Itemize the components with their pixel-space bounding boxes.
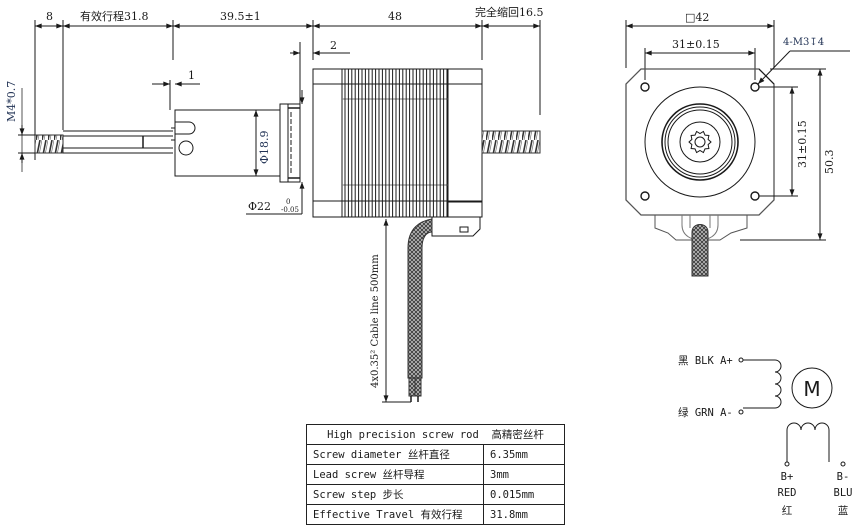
hole-callout: 4-M3↧4 <box>783 37 824 48</box>
wire-b-minus-label: B- <box>837 471 850 483</box>
table-row: Screw diameter 丝杆直径 6.35mm <box>306 444 565 465</box>
coil-b <box>786 422 830 462</box>
dim-effective-travel: 有效行程31.8 <box>80 9 149 23</box>
terminal-b-plus <box>784 461 790 467</box>
terminal-a-minus <box>738 409 744 415</box>
dim-motor-length: 48 <box>388 10 402 23</box>
dim-boss-diameter: Φ22 <box>248 200 271 213</box>
spec-value: 6.35mm <box>483 444 565 465</box>
table-row: Screw step 步长 0.015mm <box>306 484 565 505</box>
dim-shaft-length: 39.5±1 <box>220 10 261 23</box>
dim-hole-pitch-vertical: 31±0.15 <box>796 120 809 168</box>
wire-a-minus-label: 绿 GRN A- <box>678 406 733 419</box>
gear-icon <box>688 130 712 154</box>
spec-table: High precision screw rod 高精密丝杆 Screw dia… <box>306 424 565 525</box>
terminal-b-minus <box>840 461 846 467</box>
dim-flange-gap: 2 <box>330 39 337 52</box>
wiring-diagram <box>738 357 846 467</box>
wire-b-plus-cn: 红 <box>782 504 793 517</box>
dim-square-size: □42 <box>685 11 709 24</box>
dim-boss-tolerance-upper: 0 <box>286 198 290 206</box>
dim-boss-tolerance-lower: -0.05 <box>281 206 299 214</box>
dim-nut-offset: 1 <box>188 69 195 82</box>
motor-circle <box>791 367 833 409</box>
spec-table-header: High precision screw rod 高精密丝杆 <box>306 424 565 445</box>
dim-thread-spec: M4*0.7 <box>5 81 18 122</box>
spec-label: Lead screw 丝杆导程 <box>306 464 484 485</box>
dim-nut-diameter: Φ18.9 <box>258 130 271 164</box>
wire-b-minus-color: BLU <box>834 487 853 499</box>
dim-fully-retracted: 完全缩回16.5 <box>475 5 544 19</box>
spec-header-cell: High precision screw rod 高精密丝杆 <box>306 424 565 445</box>
spec-value: 3mm <box>483 464 565 485</box>
cable-spec-label: 4x0.35² Cable line 500mm <box>370 254 381 388</box>
dim-hole-pitch-horizontal: 31±0.15 <box>672 38 720 51</box>
coil-a <box>743 359 782 409</box>
spec-header-cn: 高精密丝杆 <box>491 429 544 441</box>
wire-a-plus-label: 黑 BLK A+ <box>678 355 733 367</box>
spec-label: Screw step 步长 <box>306 484 484 505</box>
spec-label: Effective Travel 有效行程 <box>306 504 484 525</box>
spec-value: 31.8mm <box>483 504 565 525</box>
wire-b-plus-color: RED <box>778 487 797 499</box>
side-view <box>18 20 541 403</box>
wire-b-minus-cn: 蓝 <box>838 505 849 517</box>
spec-value: 0.015mm <box>483 484 565 505</box>
spec-label: Screw diameter 丝杆直径 <box>306 444 484 465</box>
table-row: Lead screw 丝杆导程 3mm <box>306 464 565 485</box>
dim-total-height: 50.3 <box>823 150 836 175</box>
table-row: Effective Travel 有效行程 31.8mm <box>306 504 565 525</box>
spec-header-en: High precision screw rod <box>327 429 479 441</box>
motor-fins <box>344 69 448 217</box>
terminal-a-plus <box>738 357 744 363</box>
front-view <box>625 20 850 277</box>
wire-b-plus-label: B+ <box>781 471 794 483</box>
dim-thread-length: 8 <box>46 10 53 23</box>
motor-symbol: M <box>803 377 820 401</box>
